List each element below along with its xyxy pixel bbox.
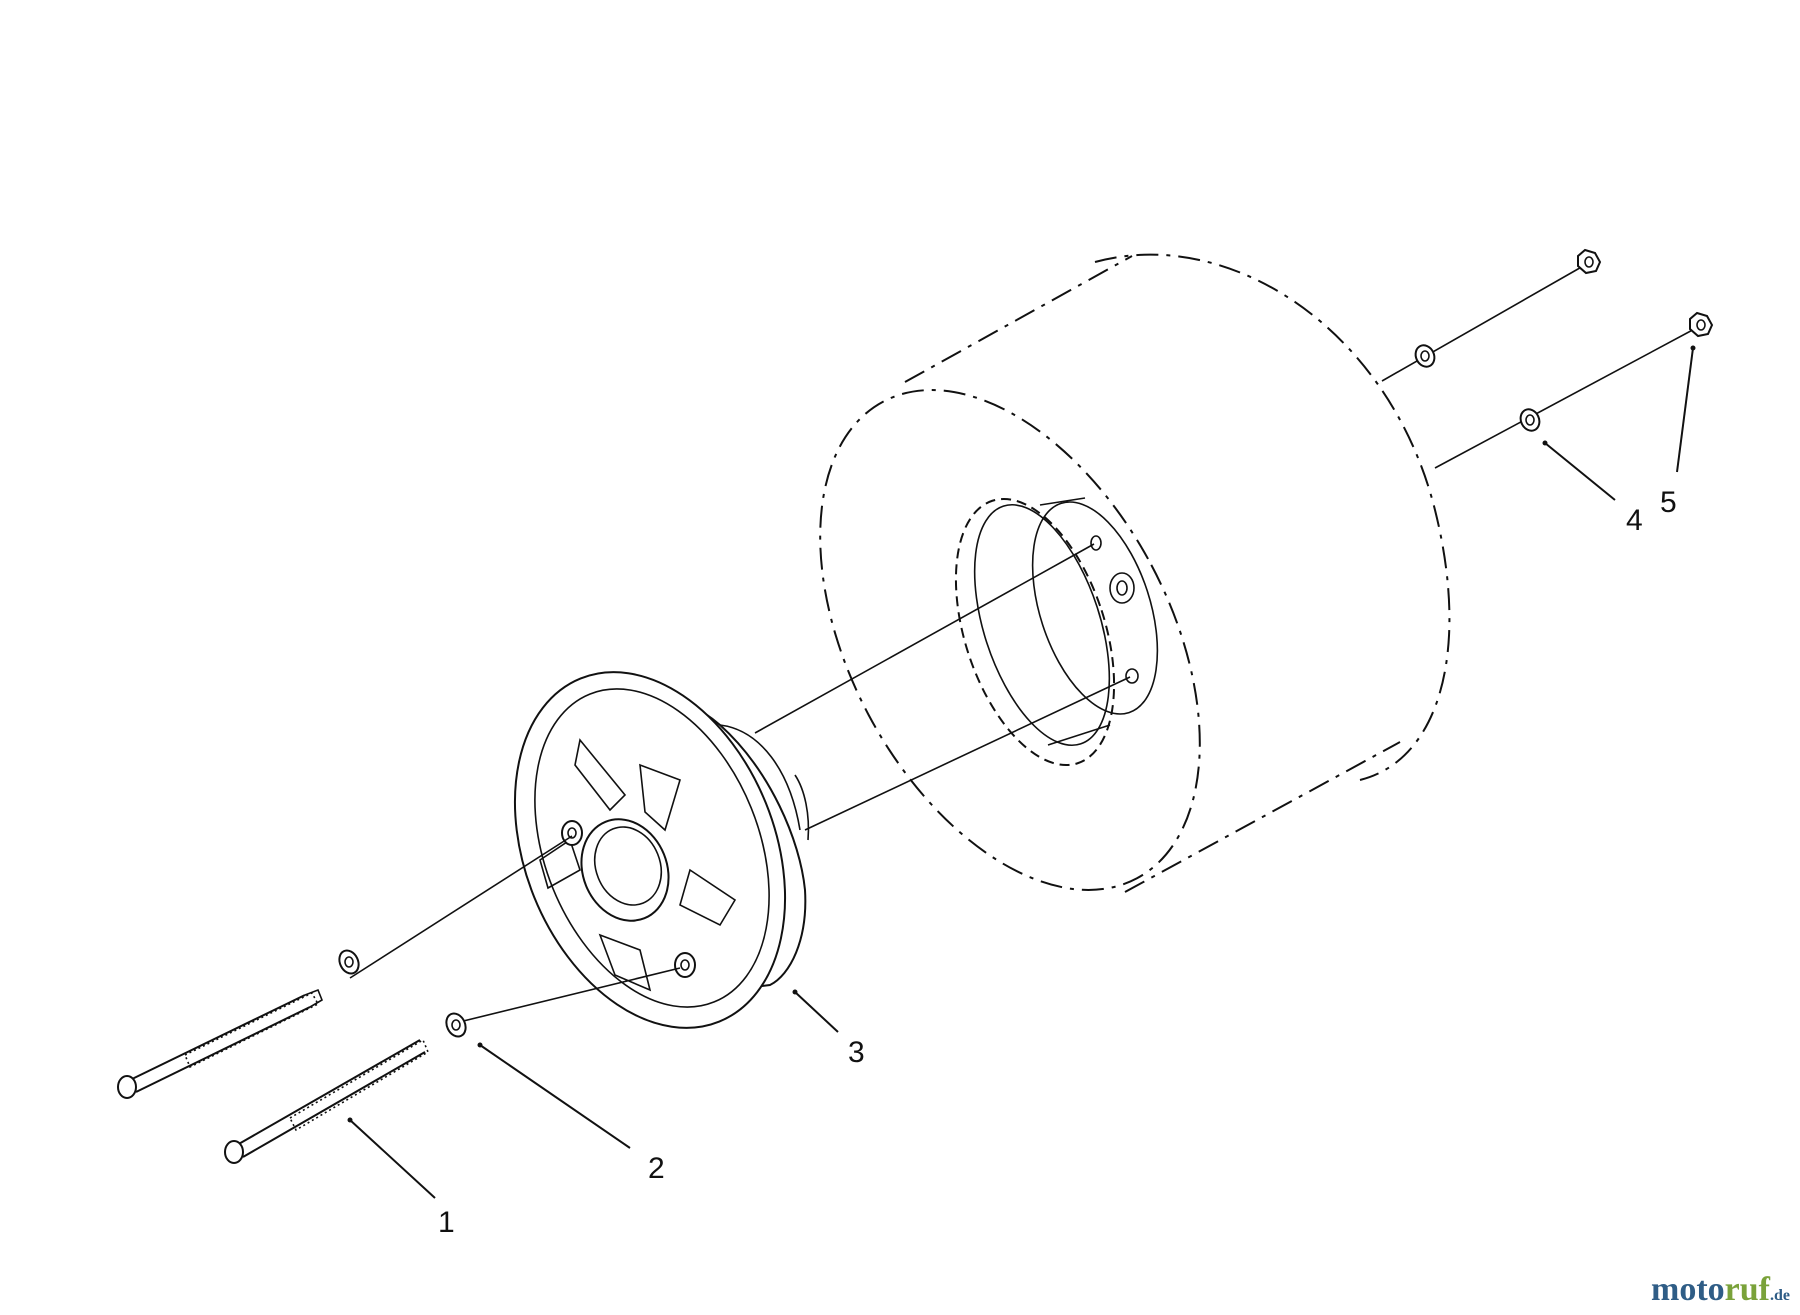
washer-bolt-lower xyxy=(445,1012,467,1038)
assembly-centerlines xyxy=(349,264,1701,1026)
leader-lines xyxy=(347,345,1696,1199)
wheel-weight xyxy=(513,671,810,1029)
watermark-suffix: .de xyxy=(1770,1287,1790,1304)
tire-phantom xyxy=(819,253,1451,893)
nut-upper xyxy=(1577,248,1602,275)
callout-5: 5 xyxy=(1660,486,1677,519)
watermark-part2: ruf xyxy=(1724,1271,1770,1308)
bolt-lower xyxy=(224,1038,430,1164)
wheel-rim xyxy=(954,497,1159,767)
watermark-logo: motoruf.de xyxy=(1651,1271,1790,1309)
lock-washer-lower xyxy=(1519,408,1541,432)
watermark-part1: moto xyxy=(1651,1271,1725,1308)
callout-3: 3 xyxy=(848,1036,865,1069)
lock-washer-upper xyxy=(1414,344,1436,368)
bolt-upper xyxy=(117,988,323,1099)
callout-1: 1 xyxy=(438,1206,455,1239)
nut-lower xyxy=(1689,311,1714,338)
washer-bolt-upper xyxy=(338,949,360,975)
callout-2: 2 xyxy=(648,1152,665,1185)
callout-4: 4 xyxy=(1626,504,1643,537)
